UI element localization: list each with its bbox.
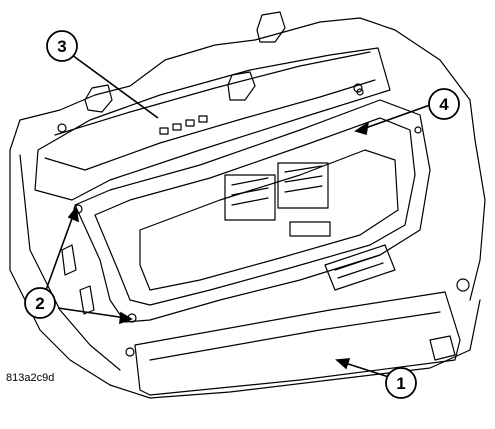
left-bracket: [61, 244, 77, 276]
lower-module-outline: [134, 291, 461, 396]
bezel-clip-right: [256, 11, 286, 43]
arrowhead-2b: [119, 311, 133, 325]
frame-screw-upper: [73, 204, 83, 214]
upper-bezel-face: [44, 79, 376, 171]
lower-module-face: [149, 311, 441, 361]
callout-3: 3: [46, 30, 78, 62]
callout-2: 2: [24, 287, 56, 319]
bezel-button: [185, 119, 195, 127]
frame-screw-right-mid: [414, 126, 422, 134]
svg-text:1: 1: [396, 374, 405, 393]
leader-line-1: [341, 361, 393, 379]
side-connector-pins: [334, 254, 384, 279]
arrowhead-1: [335, 358, 351, 370]
housing-right-edge: [469, 139, 486, 301]
bezel-clip-left: [84, 84, 113, 113]
housing-inner-left: [19, 154, 121, 371]
arrowhead-2a: [67, 206, 80, 223]
bezel-button: [198, 115, 208, 123]
callout-4: 4: [428, 88, 460, 120]
connector-pins: [231, 165, 323, 206]
svg-text:4: 4: [439, 95, 449, 114]
lower-housing: [109, 299, 481, 399]
module-small-connector: [289, 221, 331, 237]
module-connector-right: [277, 162, 329, 209]
module-connector-left: [224, 174, 276, 221]
leader-line-2b: [57, 307, 127, 319]
callout-1: 1: [385, 367, 417, 399]
housing-left-edge: [9, 17, 476, 151]
upper-bezel-outline: [34, 47, 391, 201]
arrowhead-4: [354, 121, 370, 136]
housing-left-lower: [9, 149, 111, 386]
leader-line-3: [71, 54, 159, 119]
module-frame-inner: [94, 117, 416, 306]
frame-screw-right-top: [356, 88, 364, 96]
lower-screw-left: [125, 347, 135, 357]
leader-line-4: [359, 104, 431, 131]
bezel-screw-right: [353, 83, 363, 93]
bezel-button: [159, 127, 169, 135]
upper-bezel-top-lip: [54, 51, 371, 136]
svg-text:3: 3: [57, 37, 66, 56]
bezel-button: [172, 123, 182, 131]
left-bracket-lower: [79, 285, 95, 315]
figure-id-label: 813a2c9d: [6, 372, 55, 384]
module-frame: [74, 99, 431, 323]
lower-module-plug: [429, 335, 456, 361]
lower-screw-right: [456, 278, 470, 292]
svg-text:2: 2: [35, 294, 44, 313]
bezel-clip-center: [227, 71, 256, 101]
module-body: [139, 149, 399, 291]
side-connector-block: [324, 244, 396, 291]
leader-line-2a: [45, 212, 75, 291]
bezel-screw-left: [57, 123, 67, 133]
